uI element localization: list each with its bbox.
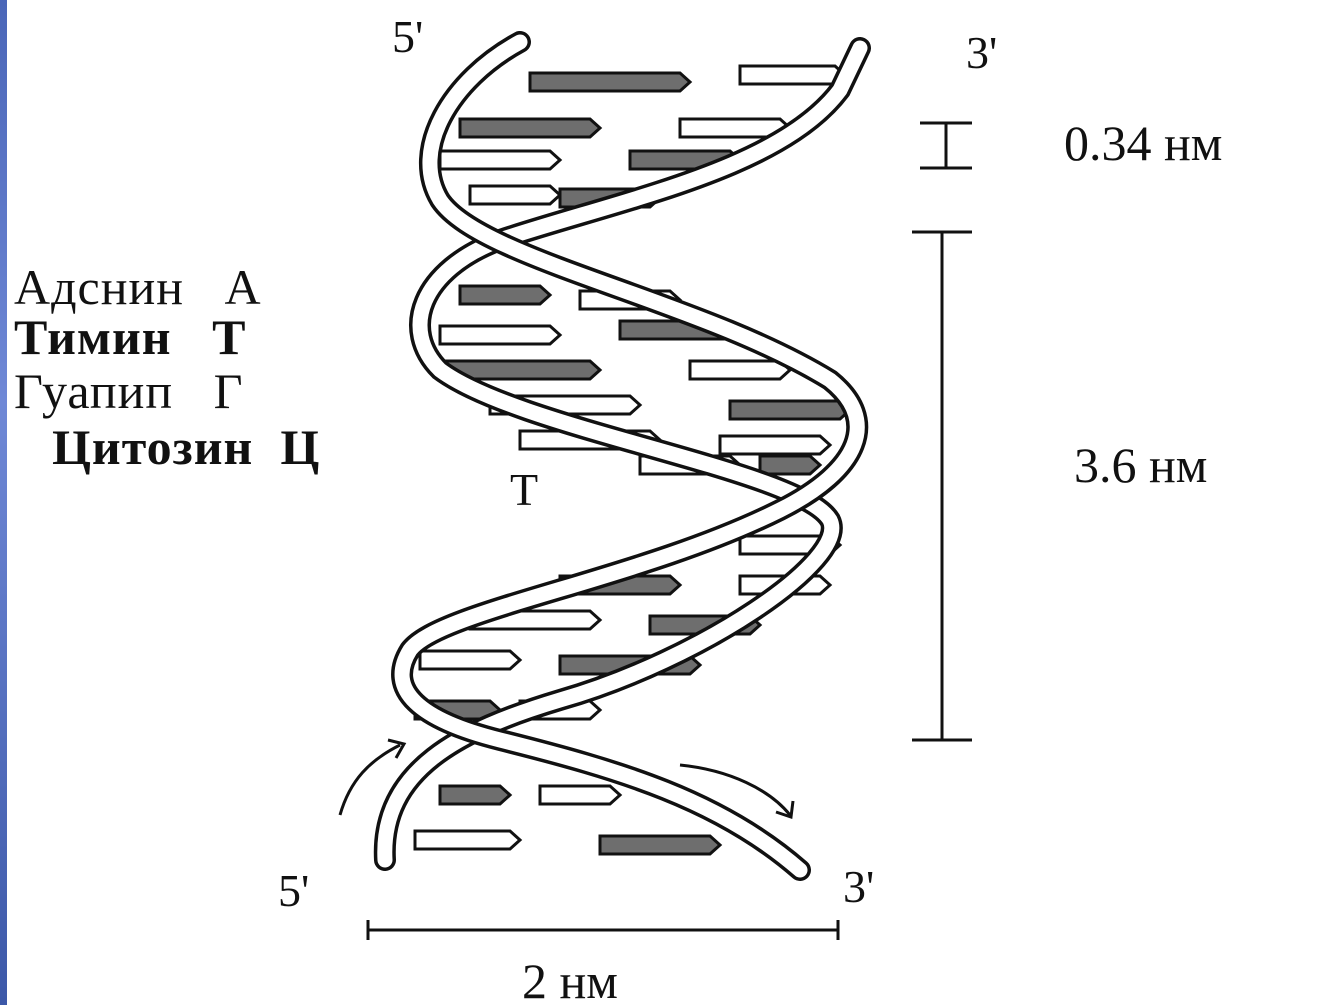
legend-code-thymine: Т [212, 309, 246, 365]
base-pair-bar [720, 436, 830, 454]
base-pair-bar [760, 456, 820, 474]
base-pair-bar [530, 73, 690, 91]
base-pair-bar [440, 151, 560, 169]
rise-label: 0.34 нм [1064, 115, 1222, 171]
stray-letter-label: Т [510, 464, 538, 515]
legend-name-thymine: Тимин [14, 309, 172, 365]
base-pair-bar [460, 286, 550, 304]
legend-name-guanine: Гуапип [14, 363, 173, 419]
top-left-end-label: 5' [392, 11, 423, 62]
legend-code-guanine: Г [214, 363, 244, 419]
legend-row-thymine: Тимин Т [14, 308, 246, 366]
base-pair-bar [420, 651, 520, 669]
base-pair-bar [730, 401, 850, 419]
legend-code-adenine: А [225, 259, 262, 315]
base-pair-bar [600, 836, 720, 854]
base-pair-bar [415, 831, 520, 849]
top-right-end-label: 3' [966, 27, 997, 78]
width-label: 2 нм [522, 953, 618, 1005]
legend-row-guanine: Гуапип Г [14, 362, 244, 420]
base-pair-bar [540, 786, 620, 804]
base-pair-bar [740, 66, 845, 84]
base-pair-bar [470, 186, 560, 204]
legend-row-cytosine: Цитозин Ц [52, 418, 320, 476]
base-pair-bar [690, 361, 790, 379]
legend-name-adenine: Адснин [14, 259, 184, 315]
base-pair-bar [440, 326, 560, 344]
bottom-right-end-label: 3' [843, 861, 874, 912]
pitch-label: 3.6 нм [1074, 437, 1207, 493]
legend-name-cytosine: Цитозин [52, 419, 253, 475]
base-pair-bar [440, 786, 510, 804]
bottom-left-end-label: 5' [278, 865, 309, 916]
base-pair-bar [460, 119, 600, 137]
legend-code-cytosine: Ц [280, 419, 320, 475]
